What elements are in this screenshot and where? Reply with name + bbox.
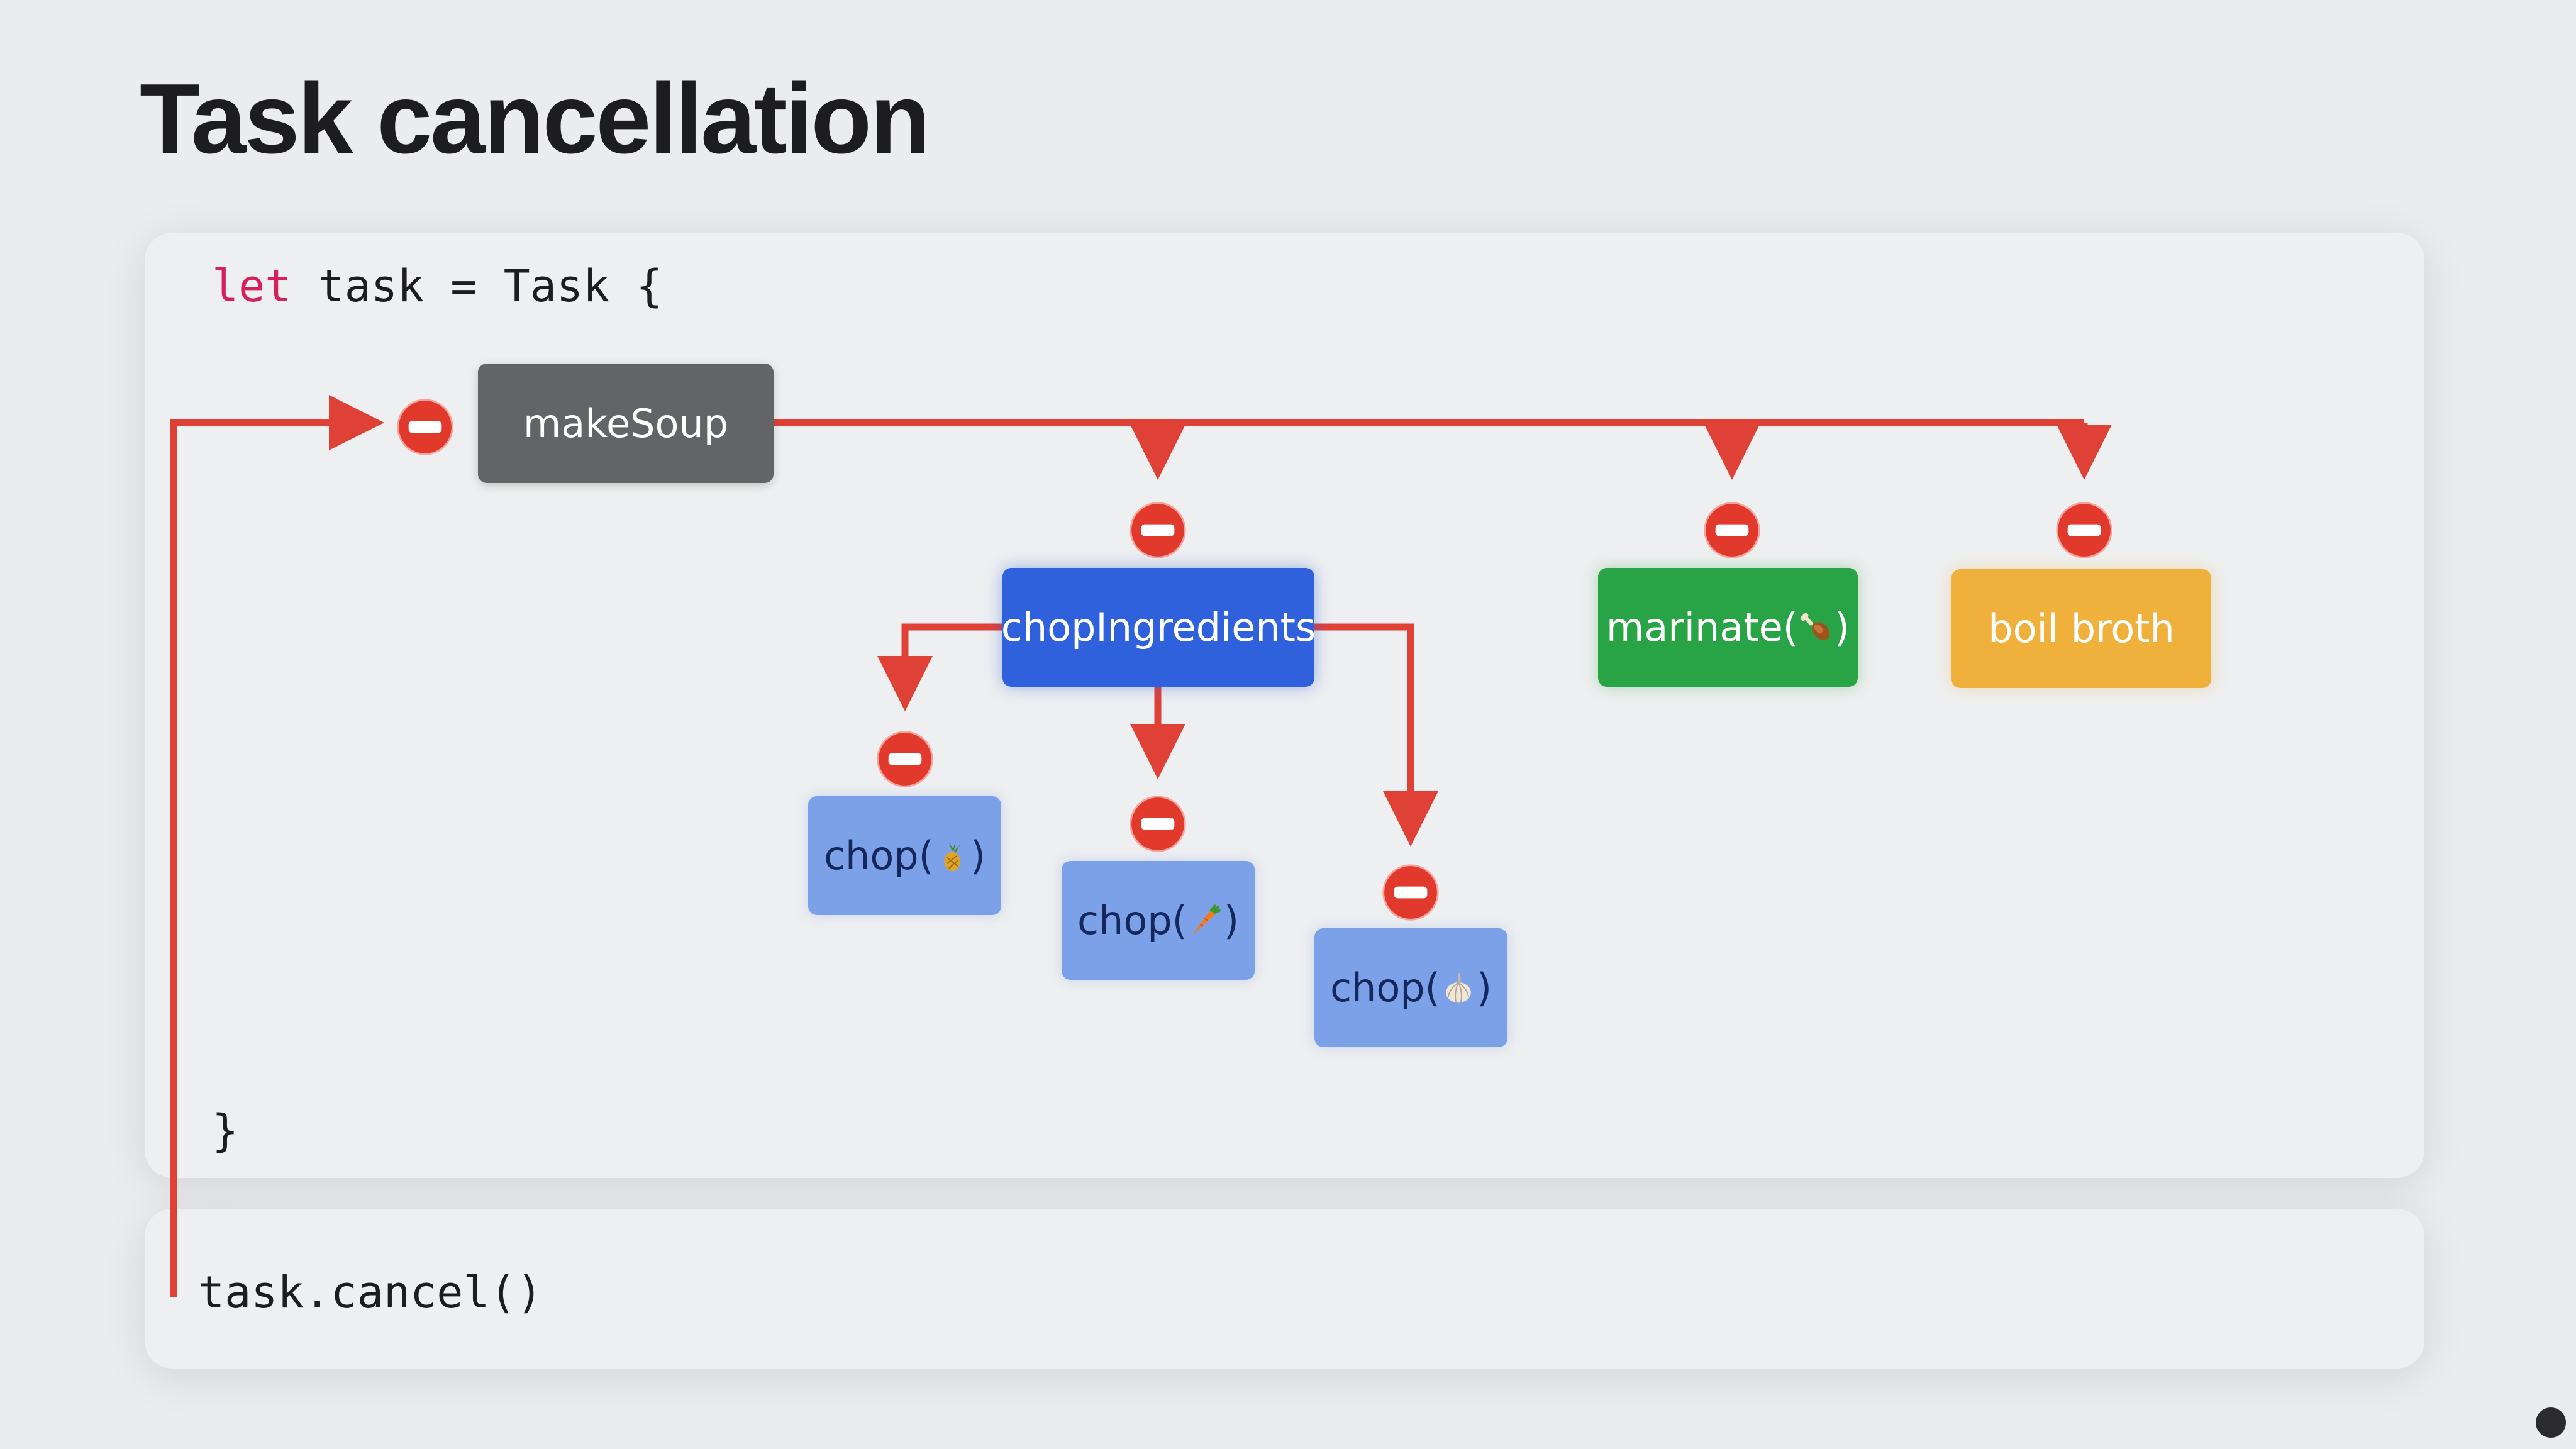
chop-ingredients-task: chopIngredients xyxy=(1001,568,1316,687)
chop-label-prefix: chop( xyxy=(1330,965,1440,1011)
chop-pineapple-task: chop( ) xyxy=(808,796,1001,915)
arrow-to-chop-3 xyxy=(1314,623,1438,847)
closing-brace: } xyxy=(212,1105,239,1157)
cancelled-icon xyxy=(1130,502,1186,558)
chop-label-prefix: chop( xyxy=(823,833,934,879)
pineapple-icon xyxy=(944,841,960,871)
cancelled-icon xyxy=(397,399,453,455)
cancel-to-parent-arrow xyxy=(170,395,384,1297)
chop-label-prefix: chop( xyxy=(1077,897,1187,943)
chop-garlic-task: chop( ) xyxy=(1314,928,1507,1047)
garlic-icon xyxy=(1446,972,1471,1003)
marinate-label-suffix: ) xyxy=(1834,604,1850,650)
make-soup-task: makeSoup xyxy=(478,364,774,483)
slide-title: Task cancellation xyxy=(140,64,931,174)
chop-label-suffix: ) xyxy=(1223,897,1240,943)
task-assignment: task = Task { xyxy=(291,260,663,312)
cancelled-icon xyxy=(1704,502,1760,558)
task-declaration: let task = Task { xyxy=(212,264,662,308)
marinate-task: marinate( ) xyxy=(1598,568,1858,687)
drumstick-icon xyxy=(1800,613,1830,640)
boil-broth-task: boil broth xyxy=(1951,569,2211,688)
cancelled-icon xyxy=(1130,796,1186,852)
carrot-icon xyxy=(1192,904,1221,935)
cancelled-icon xyxy=(2056,502,2112,558)
chop-label-suffix: ) xyxy=(970,833,986,879)
chop-label-suffix: ) xyxy=(1476,965,1492,1011)
let-keyword: let xyxy=(212,260,292,312)
marinate-label-prefix: marinate( xyxy=(1606,604,1798,650)
cancel-call: task.cancel() xyxy=(198,1267,543,1318)
arrow-to-chop-1 xyxy=(877,623,1002,711)
chop-carrot-task: chop( ) xyxy=(1062,861,1255,980)
cancel-code-panel xyxy=(145,1209,2424,1368)
live-text-button[interactable] xyxy=(2536,1407,2566,1438)
cancelled-icon xyxy=(877,731,933,787)
cancelled-icon xyxy=(1382,864,1439,921)
